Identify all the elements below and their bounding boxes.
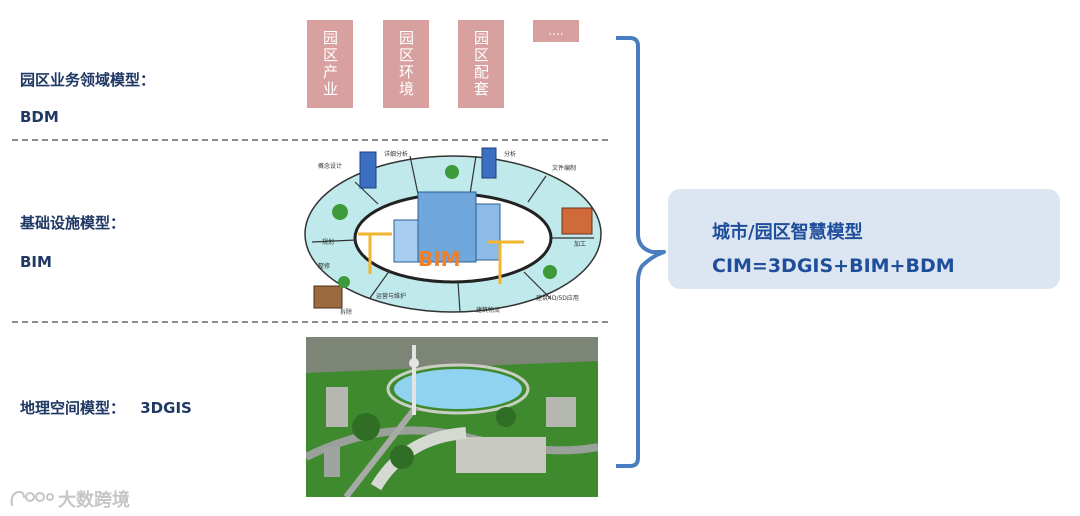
gis-layer-abbr: 3DGIS bbox=[140, 399, 192, 417]
tree bbox=[543, 265, 557, 279]
segment-label: 建筑4D/5D应用 bbox=[536, 294, 579, 302]
gis-building bbox=[546, 397, 576, 427]
bdm-layer-title: 园区业务领域模型： bbox=[20, 71, 156, 89]
bdm-box-industry: 园区产业 bbox=[307, 20, 353, 108]
ring-divider bbox=[457, 281, 461, 313]
cim-title: 城市/园区智慧模型 bbox=[712, 222, 863, 243]
bdm-box-more: .... bbox=[533, 20, 579, 42]
gis-road-2 bbox=[343, 405, 419, 497]
segment-label: 分析 bbox=[504, 150, 516, 158]
bim-building-tower bbox=[475, 203, 501, 261]
bdm-box-environment-label: 园区环境 bbox=[397, 30, 415, 98]
bim-layer-title: 基础设施模型： bbox=[20, 214, 126, 232]
ring-divider bbox=[354, 181, 379, 205]
bim-center-text: BIM bbox=[418, 247, 461, 271]
segment-label: 文件编制 bbox=[552, 164, 576, 172]
house-model bbox=[561, 207, 593, 235]
ring-divider bbox=[409, 155, 419, 195]
cim-formula: CIM=3DGIS+BIM+BDM bbox=[712, 255, 955, 277]
segment-label: 运营与维护 bbox=[376, 292, 406, 300]
bdm-box-industry-label: 园区产业 bbox=[321, 30, 339, 98]
glass-tower-2 bbox=[481, 147, 497, 179]
bracket-icon bbox=[616, 36, 666, 468]
crane-left bbox=[358, 232, 392, 274]
bdm-layer-abbr: BDM bbox=[20, 108, 59, 126]
segment-label: 详细分析 bbox=[384, 150, 408, 158]
ring-divider bbox=[523, 271, 551, 299]
segment-label: 整修 bbox=[318, 262, 330, 270]
ring-divider bbox=[369, 269, 391, 299]
tree bbox=[445, 165, 459, 179]
segment-label: 拆除 bbox=[340, 308, 352, 316]
gis-plaza bbox=[456, 437, 546, 473]
segment-label: 建筑物流 bbox=[476, 306, 500, 314]
gis-tree-cluster bbox=[496, 407, 516, 427]
bdm-box-supporting: 园区配套 bbox=[458, 20, 504, 108]
gis-lake bbox=[394, 369, 522, 409]
gis-tv-tower-top bbox=[409, 358, 419, 368]
crane-right bbox=[488, 240, 524, 284]
gis-tv-tower bbox=[412, 345, 416, 415]
segment-label: 规划 bbox=[322, 238, 334, 246]
segment-label: 概念设计 bbox=[318, 162, 342, 170]
gis-3d-scene-image bbox=[306, 337, 598, 497]
bdm-box-environment: 园区环境 bbox=[383, 20, 429, 108]
tree bbox=[332, 204, 348, 220]
ring-divider bbox=[311, 239, 357, 243]
bim-layer-abbr: BIM bbox=[20, 253, 52, 271]
watermark-logo-icon bbox=[10, 490, 54, 507]
divider-top bbox=[12, 139, 608, 141]
gis-layer-title: 地理空间模型： 3DGIS bbox=[20, 397, 192, 418]
gis-building bbox=[324, 447, 340, 477]
bdm-box-supporting-label: 园区配套 bbox=[472, 30, 490, 98]
cim-summary-box: 城市/园区智慧模型 CIM=3DGIS+BIM+BDM bbox=[668, 189, 1060, 289]
divider-bottom bbox=[12, 321, 608, 323]
gis-tree-cluster bbox=[390, 445, 414, 469]
ruined-building bbox=[313, 285, 343, 309]
bracket-shape bbox=[616, 36, 666, 468]
gis-arc-building bbox=[370, 427, 467, 491]
segment-label: 加工 bbox=[574, 240, 586, 248]
gis-lake-shore bbox=[386, 363, 530, 415]
bim-building-side bbox=[393, 219, 419, 263]
bim-lifecycle-illustration: 概念设计 详细分析 分析 文件编制 加工 建筑4D/5D应用 建筑物流 运营与维… bbox=[304, 147, 602, 316]
glass-tower bbox=[359, 151, 377, 189]
gis-layer-title-text: 地理空间模型： bbox=[20, 399, 126, 417]
gis-tree-cluster bbox=[352, 413, 380, 441]
gis-building bbox=[326, 387, 348, 427]
tree bbox=[338, 276, 350, 288]
ring-divider bbox=[469, 155, 477, 195]
ring-divider bbox=[527, 175, 547, 203]
watermark: 大数跨境 bbox=[8, 486, 130, 512]
watermark-text: 大数跨境 bbox=[58, 490, 130, 511]
